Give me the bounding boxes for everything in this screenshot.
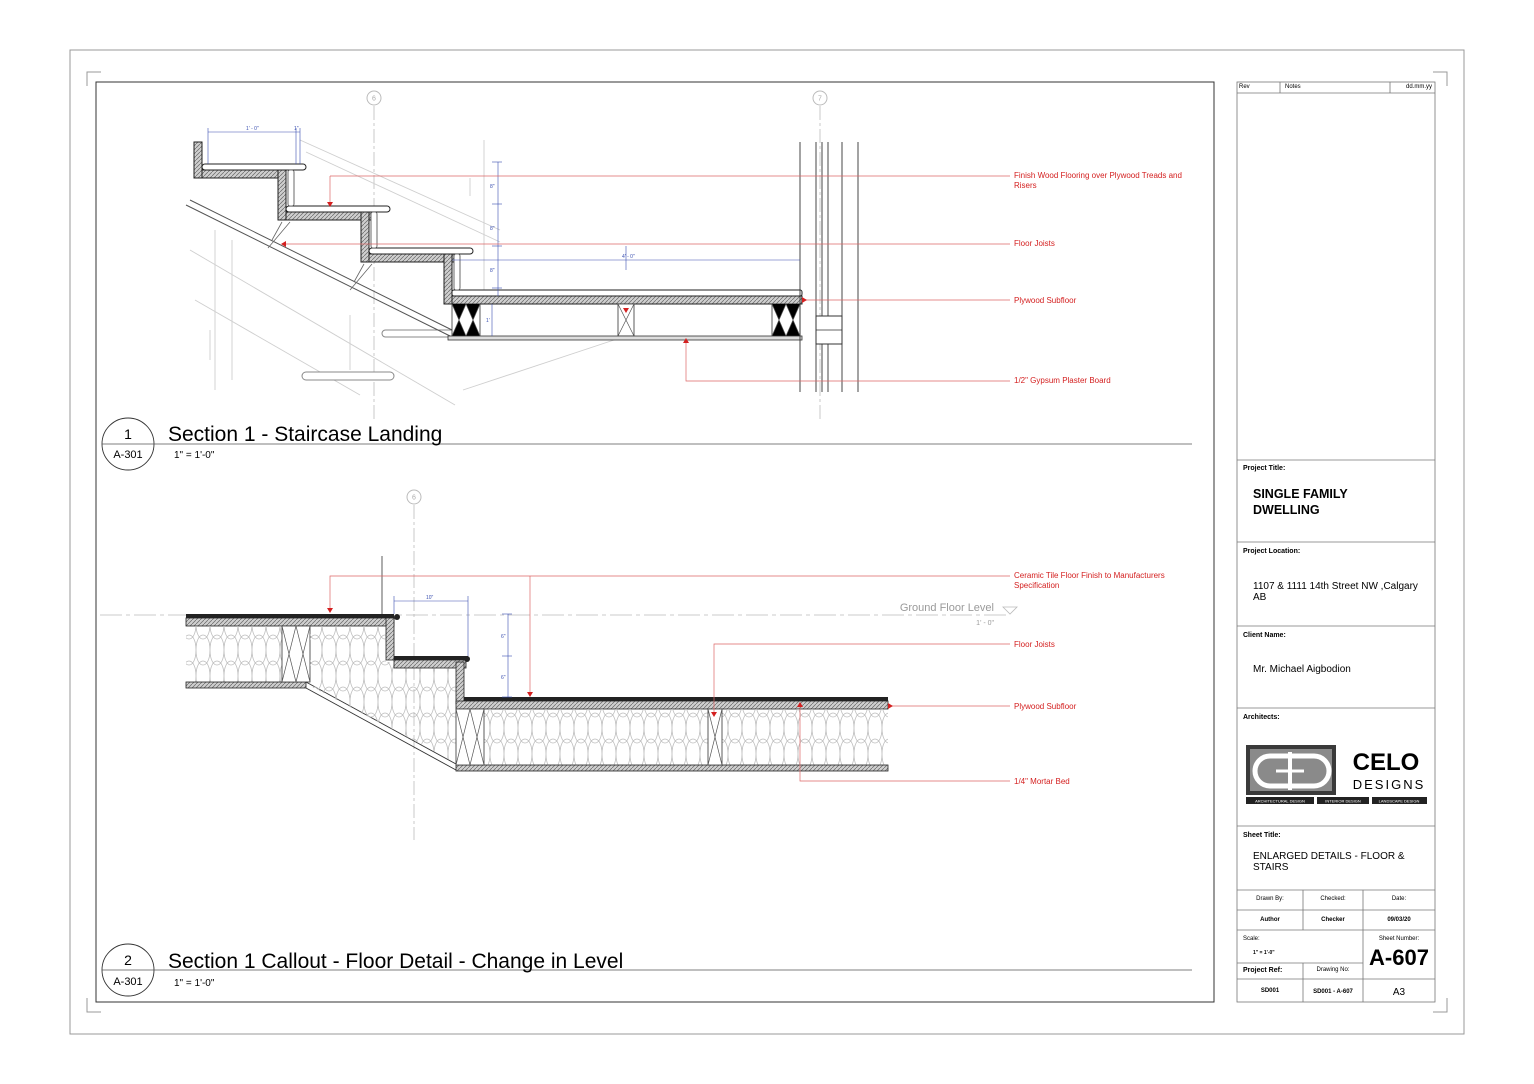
project-location: 1107 & 1111 14th Street NW ,Calgary AB [1253,581,1418,603]
checked-value: Checker [1321,917,1345,923]
section-2-title: Section 1 Callout - Floor Detail - Chang… [168,950,623,973]
gridline-bubble-7 [812,90,828,106]
sheet-title: ENLARGED DETAILS - FLOOR & STAIRS [1253,851,1405,873]
gridline-label-6: 6 [372,96,376,103]
dim-nose: 1" [294,126,299,132]
project-location-label: Project Location: [1243,548,1301,555]
section-2-sheet-ref: A-301 [113,976,142,988]
section-1-drawing: 1' - 0" 1" 8" 8" 8" 4' - 0" 1' Finish Wo… [185,90,1182,420]
gridline-bubble-6-lower [406,489,422,505]
celo-designs-logo: CELO DESIGNS ARCHITECTURAL DESIGN INTERI… [1246,745,1427,804]
outer-border [69,49,1465,1035]
dim-riser-2: 8" [490,226,495,232]
logo-tag-landscape: LANDSCAPE DESIGN [1379,799,1420,804]
note-bottom-2: Floor Joists [1014,640,1055,649]
dim-bottom-riser-1: 6" [501,634,506,640]
checked-label: Checked: [1320,896,1346,902]
note-top-4: 1/2" Gypsum Plaster Board [1014,376,1111,385]
project-ref-value: SD001 [1260,988,1280,994]
section-1-number: 1 [124,426,132,442]
date-label: Date: [1391,896,1407,902]
client-name: Mr. Michael Aigbodion [1253,664,1351,675]
drawing-no-label: Drawing No: [1316,967,1350,973]
rev-header-date: dd.mm.yy [1405,84,1432,90]
dim-riser-3: 8" [490,268,495,274]
note-top-3: Plywood Subfloor [1014,296,1077,305]
note-bottom-1-line-2: Specification [1014,581,1059,590]
section-1-scale: 1" = 1'-0" [174,450,215,461]
logo-word-celo: CELO [1353,749,1420,776]
project-title-label: Project Title: [1243,465,1286,472]
scale-label: Scale: [1243,936,1260,942]
drawing-frame [95,81,1215,1003]
date-value: 09/03/20 [1387,917,1411,923]
dim-bottom-tread: 10" [426,595,434,601]
section-2-scale: 1" = 1'-0" [174,978,215,989]
section-1-title: Section 1 - Staircase Landing [168,423,442,446]
dim-span: 4' - 0" [622,254,635,260]
note-top-1-line-1: Finish Wood Flooring over Plywood Treads… [1014,171,1182,180]
note-bottom-4: 1/4" Mortar Bed [1014,777,1070,786]
section-1-title-block: 1 A-301 Section 1 - Staircase Landing 1"… [101,417,1192,471]
client-name-label: Client Name: [1243,632,1286,639]
logo-word-designs: DESIGNS [1353,777,1426,792]
section-2-number: 2 [124,952,132,968]
paper-size: A3 [1392,987,1406,998]
note-top-2: Floor Joists [1014,239,1055,248]
scale-value: 1" = 1'-0" [1253,950,1275,956]
drawn-by-value: Author [1260,917,1280,923]
architects-label: Architects: [1243,714,1280,721]
note-bottom-3: Plywood Subfloor [1014,702,1077,711]
title-block-frame [1236,81,1436,1003]
drawn-by-label: Drawn By: [1256,896,1284,902]
sheet-number-label: Sheet Number: [1378,936,1420,942]
level-name: Ground Floor Level [900,602,994,614]
rev-header-notes: Notes [1285,84,1301,90]
gridline-bubble-6 [366,90,382,106]
section-1-sheet-ref: A-301 [113,449,142,461]
project-ref-label: Project Ref: [1243,967,1283,974]
rev-header-rev: Rev [1239,84,1250,90]
sheet-title-label: Sheet Title: [1243,832,1281,839]
note-top-1-line-2: Risers [1014,181,1037,190]
section-2-drawing: Ground Floor Level 1' - 0" [100,489,1165,840]
dim-joist: 1' [486,318,490,324]
corner-marks [86,71,1448,1013]
dim-bottom-riser-2: 6" [501,675,506,681]
section-2-title-block: 2 A-301 Section 1 Callout - Floor Detail… [101,943,1192,997]
dim-tread: 1' - 0" [246,126,259,132]
dim-riser-1: 8" [490,184,495,190]
drawing-no-value: SD001 - A-607 [1313,989,1353,995]
sheet-number: A-607 [1369,945,1429,970]
gridline-label-6-lower: 6 [412,495,416,502]
logo-tag-architectural: ARCHITECTURAL DESIGN [1255,799,1305,804]
project-title: SINGLE FAMILY DWELLING [1253,487,1348,517]
note-bottom-1-line-1: Ceramic Tile Floor Finish to Manufacture… [1014,571,1165,580]
gridline-label-7: 7 [818,96,822,103]
level-elevation: 1' - 0" [976,620,994,627]
logo-tag-interior: INTERIOR DESIGN [1325,799,1361,804]
